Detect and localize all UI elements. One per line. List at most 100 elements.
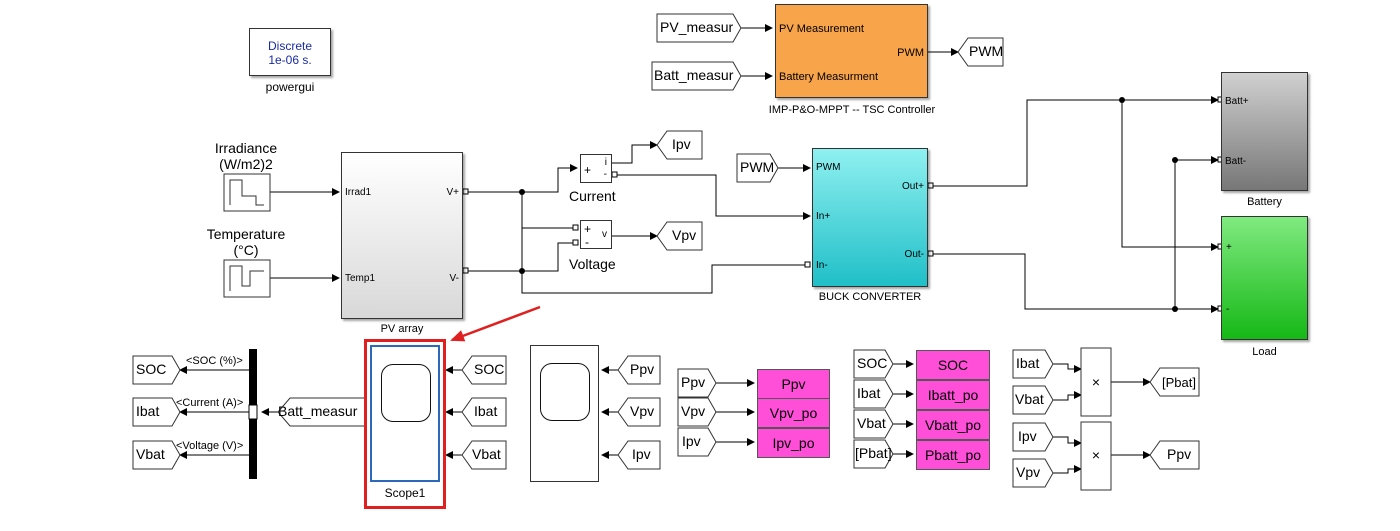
temperature-source-block[interactable] (224, 260, 270, 297)
temperature-label: Temperature (°C) (206, 226, 286, 258)
from-batt-measur-shape (651, 61, 742, 91)
from-batt-measur-bus[interactable]: Batt_measur (278, 403, 358, 419)
to-workspace-vbatt-po[interactable]: Vbatt_po (916, 410, 990, 440)
goto-ppv[interactable]: Ppv (1167, 446, 1192, 462)
junction-dot (1172, 157, 1178, 163)
goto-vpv[interactable]: Vpv (672, 227, 697, 243)
load-block[interactable]: + - (1221, 216, 1308, 340)
powergui-block[interactable]: Discrete 1e-06 s. (249, 28, 331, 76)
from-vpv-ws-shape (677, 397, 717, 427)
goto-ipv-shape (656, 130, 703, 160)
from-ppv-scope2[interactable]: Ppv (630, 361, 655, 377)
from-ipv-scope2[interactable]: Ipv (632, 446, 651, 462)
from-vbat-scope1[interactable]: Vbat (472, 446, 501, 462)
goto-soc-shape (132, 355, 181, 385)
product2-block-shape (1080, 421, 1112, 491)
from-ppv-ws[interactable]: Ppv (681, 374, 706, 390)
to-workspace-pbatt-po[interactable]: Pbatt_po (916, 440, 990, 470)
current-out: i (604, 157, 607, 168)
from-ibat-scope1[interactable]: Ibat (474, 403, 498, 419)
pv-port-temp: Temp1 (345, 273, 376, 284)
from-pwm[interactable]: PWM (740, 159, 775, 175)
from-ipv-prod[interactable]: Ipv (1018, 428, 1037, 444)
controller-label: IMP-P&O-MPPT -- TSC Controller (768, 104, 936, 116)
buck-converter-block[interactable]: PWM In+ In- Out+ Out- (812, 148, 928, 287)
wire-current-to-buck (612, 174, 811, 220)
goto-pbat[interactable]: [Pbat] (1162, 375, 1196, 390)
goto-vbat[interactable]: Vbat (136, 446, 165, 462)
from-vbat-prod-shape (1012, 385, 1054, 415)
voltage-sensor-block[interactable]: + - v (580, 220, 612, 249)
pv-port-vplus: V+ (446, 187, 459, 198)
battery-block[interactable]: Batt+ Batt- (1221, 72, 1308, 191)
irradiance-source-block[interactable] (224, 174, 270, 211)
scope1-block[interactable] (370, 345, 440, 482)
to-workspace-vpv-po[interactable]: Vpv_po (757, 398, 830, 428)
current-plus: + (584, 163, 592, 177)
from-soc-ws[interactable]: SOC (857, 355, 888, 371)
from-soc-scope1[interactable]: SOC (474, 361, 505, 377)
bus-selector-port (248, 404, 258, 420)
to-workspace-ppv[interactable]: Ppv (757, 369, 830, 399)
to-workspace-ipv-po[interactable]: Ipv_po (757, 428, 830, 458)
wire-prod2-in1 (1053, 436, 1082, 447)
buck-port-pwm: PWM (816, 162, 841, 173)
battery-port-minus: Batt- (1225, 156, 1247, 167)
from-vbat-ws[interactable]: Vbat (857, 415, 886, 431)
from-vpv-prod-shape (1012, 458, 1054, 488)
from-vbat-shape (461, 440, 507, 470)
controller-port-pwm: PWM (897, 47, 924, 59)
from-soc-ws-shape (853, 349, 894, 379)
voltage-minus: - (585, 235, 589, 249)
from-ppv-ws-shape (677, 368, 717, 398)
temperature-waveform-icon (229, 265, 264, 291)
controller-block[interactable]: PV Measurement Battery Measurment PWM (775, 4, 928, 98)
goto-ibat[interactable]: Ibat (136, 403, 160, 419)
from-ibat-ws[interactable]: Ibat (857, 385, 881, 401)
pv-port-irrad: Irrad1 (345, 187, 372, 198)
to-workspace-ibatt-po[interactable]: Ibatt_po (916, 380, 990, 410)
goto-soc[interactable]: SOC (136, 361, 167, 377)
from-ipv-shape (617, 440, 661, 470)
goto-vpv-shape (656, 221, 703, 251)
from-pv-measur[interactable]: PV_measur (660, 19, 734, 35)
load-port-minus: - (1226, 304, 1230, 315)
from-vpv-shape (617, 397, 661, 427)
goto-pwm-shape (957, 37, 1004, 67)
from-pbat-ws-shape (853, 439, 894, 469)
pv-array-block[interactable]: Irrad1 Temp1 V+ V- (341, 152, 463, 319)
from-vpv-prod[interactable]: Vpv (1016, 464, 1041, 480)
goto-ibat-shape (132, 397, 181, 427)
from-ipv-ws-shape (677, 427, 717, 457)
from-ibat-prod[interactable]: Ibat (1016, 355, 1040, 371)
to-workspace-soc[interactable]: SOC (916, 350, 990, 380)
irradiance-waveform-icon (229, 179, 264, 206)
from-pbat-ws[interactable]: [Pbat] (855, 445, 892, 461)
product1-symbol[interactable]: × (1091, 374, 1101, 390)
wire-vplus-buck-in-minus-path (521, 192, 810, 294)
goto-ipv[interactable]: Ipv (672, 136, 691, 152)
from-ibat-ws-shape (853, 379, 894, 409)
powergui-mode: Discrete (267, 39, 312, 53)
from-soc-shape (461, 355, 507, 385)
from-ipv-ws[interactable]: Ipv (682, 433, 701, 449)
from-vpv-ws[interactable]: Vpv (681, 403, 706, 419)
current-sensor-block[interactable]: + i - (580, 154, 612, 183)
scope2-block[interactable] (530, 345, 599, 482)
buck-port-out-minus: Out- (904, 249, 924, 260)
from-vpv-scope2[interactable]: Vpv (630, 403, 655, 419)
wire-vplus (468, 164, 578, 193)
bus-signal-voltage: <Voltage (V)> (176, 440, 244, 452)
wire-vminus (468, 242, 573, 272)
product1-block-shape (1080, 347, 1112, 417)
junction-dot (1119, 97, 1125, 103)
irradiance-label: Irradiance (W/m2)2 (214, 140, 278, 172)
product2-symbol[interactable]: × (1091, 447, 1101, 463)
buck-port-out-plus: Out+ (902, 181, 924, 192)
load-label: Load (1252, 346, 1277, 358)
goto-pwm[interactable]: PWM (969, 43, 1004, 59)
from-vbat-prod[interactable]: Vbat (1015, 391, 1044, 407)
from-batt-measur[interactable]: Batt_measur (654, 67, 734, 83)
pv-port-vminus: V- (449, 273, 459, 284)
